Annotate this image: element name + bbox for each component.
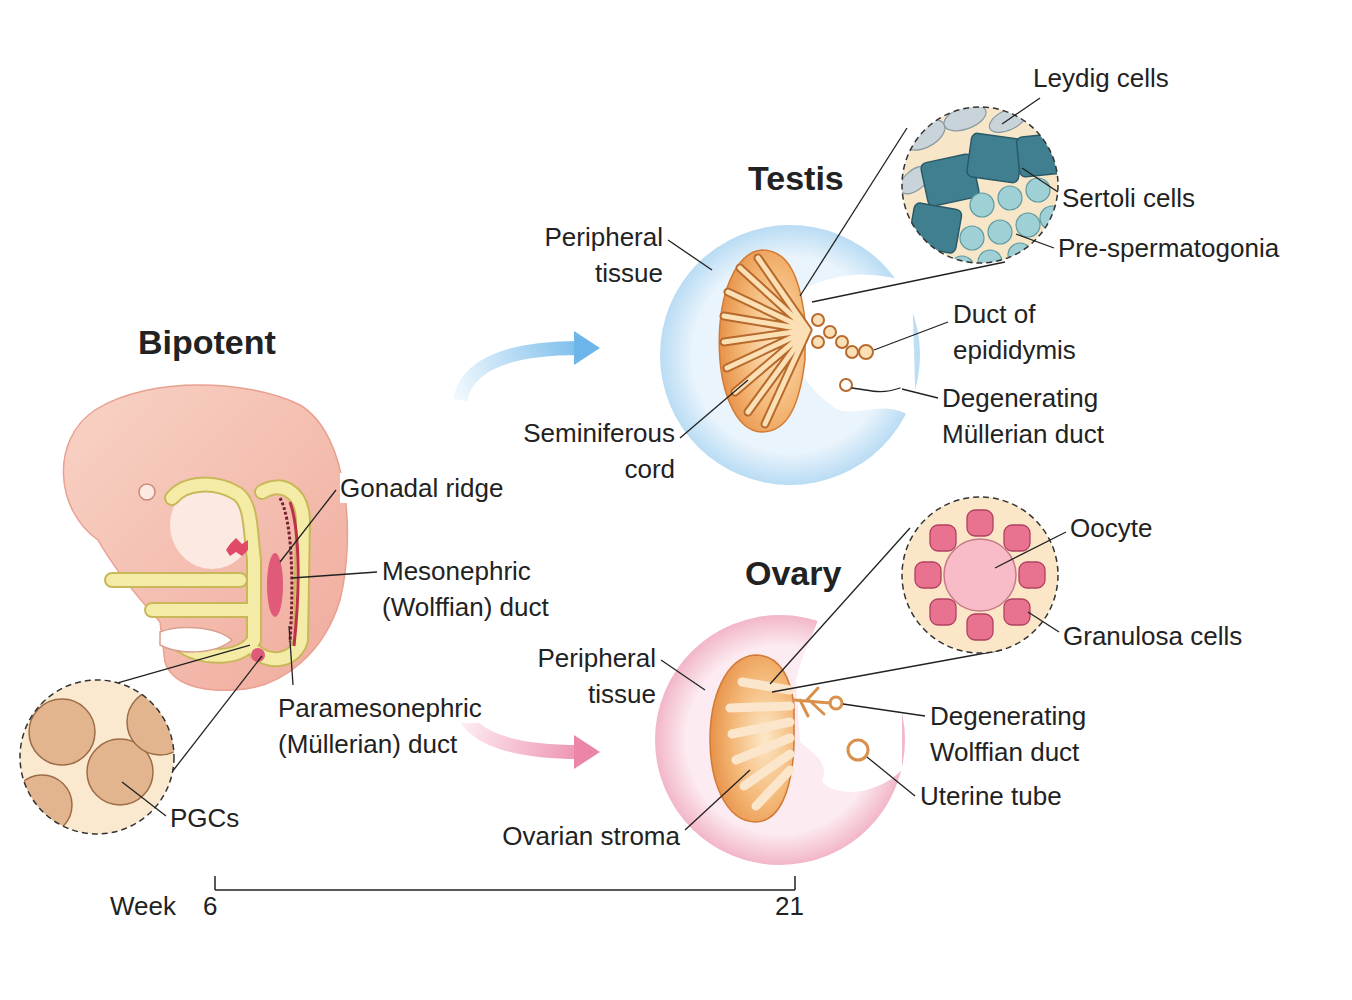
label-text: Degenerating Wolffian duct — [930, 701, 1086, 767]
part-label: Duct of epididymis — [953, 296, 1113, 368]
part-label: Paramesonephric (Müllerian) duct — [278, 690, 528, 762]
arrow-shaft — [460, 348, 580, 400]
stage-bipotent: Bipotent — [60, 322, 460, 712]
arrow-head — [574, 735, 600, 769]
part-label: PGCs — [170, 800, 270, 836]
stage-heading: Testis — [748, 158, 844, 198]
part-label: Degenerating Wolffian duct — [930, 698, 1130, 770]
part-label: Oocyte — [1070, 510, 1220, 546]
label-text: Duct of epididymis — [953, 299, 1076, 365]
label-text: 21 — [775, 891, 804, 921]
label-text: Paramesonephric (Müllerian) duct — [278, 693, 482, 759]
part-label: Mesonephric (Wolffian) duct — [382, 553, 582, 625]
part-label: Sertoli cells — [1062, 180, 1282, 216]
label-text: Mesonephric (Wolffian) duct — [382, 556, 549, 622]
part-label: Ovarian stroma — [460, 818, 680, 854]
part-label: Granulosa cells — [1063, 618, 1303, 654]
label-text: Week — [110, 891, 176, 921]
timeline-axis — [215, 876, 795, 890]
pgc-zoom — [12, 645, 262, 835]
label-text: Ovarian stroma — [502, 821, 680, 851]
label-text: Pre-spermatogonia — [1058, 233, 1279, 263]
leader-lines — [280, 490, 377, 685]
part-label: Gonadal ridge — [340, 470, 560, 506]
label-text: Uterine tube — [920, 781, 1062, 811]
label-text: PGCs — [170, 803, 239, 833]
arrow-head — [574, 331, 600, 365]
label-text: Granulosa cells — [1063, 621, 1242, 651]
label-text: Degenerating Müllerian duct — [942, 383, 1104, 449]
label-text: 6 — [203, 891, 217, 921]
leader-lines — [661, 532, 1066, 830]
testis-zoom — [895, 100, 1068, 280]
part-label: Degenerating Müllerian duct — [942, 380, 1142, 452]
part-label: Leydig cells — [1033, 60, 1233, 96]
stage-heading: Ovary — [745, 553, 841, 593]
part-label: 6 — [203, 888, 233, 924]
ovary-zoom — [902, 497, 1058, 653]
label-text: Peripheral tissue — [537, 643, 656, 709]
label-text: Sertoli cells — [1062, 183, 1195, 213]
part-label: Pre-spermatogonia — [1058, 230, 1338, 266]
stage-heading: Bipotent — [138, 322, 276, 362]
label-text: Oocyte — [1070, 513, 1152, 543]
part-label: Week — [110, 888, 190, 924]
part-label: Peripheral tissue — [508, 640, 656, 712]
label-text: Gonadal ridge — [340, 473, 503, 503]
part-label: Peripheral tissue — [515, 219, 663, 291]
label-text: Leydig cells — [1033, 63, 1169, 93]
label-text: Seminiferous cord — [523, 418, 675, 484]
part-label: Seminiferous cord — [490, 415, 675, 487]
part-label: Uterine tube — [920, 778, 1120, 814]
label-text: Peripheral tissue — [544, 222, 663, 288]
flow-arrow — [460, 331, 600, 400]
embryo — [63, 385, 347, 690]
part-label: 21 — [775, 888, 815, 924]
